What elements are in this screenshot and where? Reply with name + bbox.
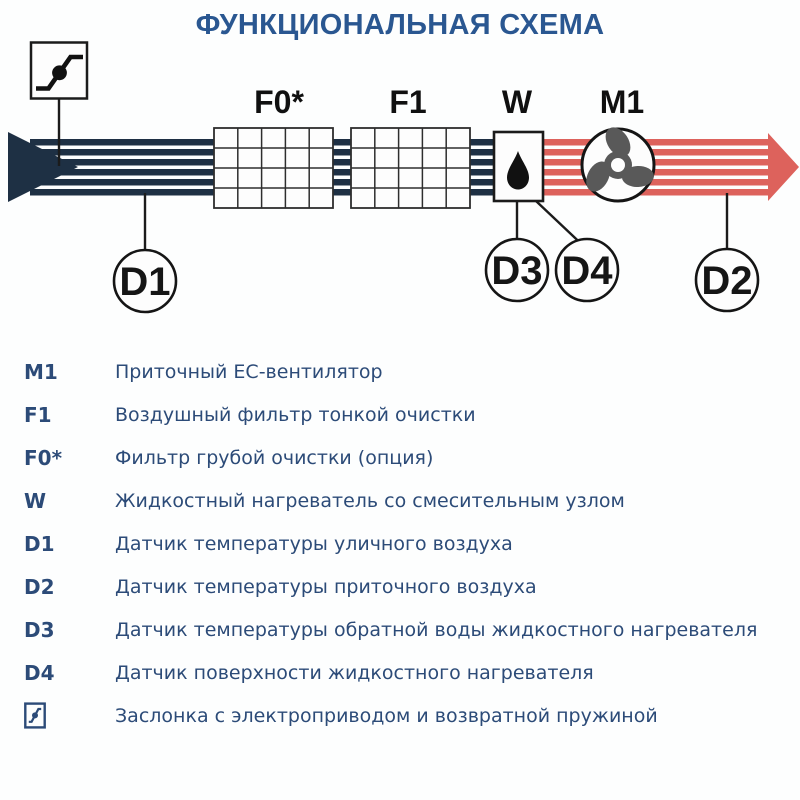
fan-icon [580, 127, 656, 203]
legend-row-d2: D2 Датчик температуры приточного воздуха [24, 565, 790, 608]
intake-air-arrow [8, 132, 78, 202]
sensor-d3: D3 [484, 237, 550, 303]
legend-key: D2 [24, 574, 55, 599]
legend-key [24, 702, 115, 729]
functional-diagram: F0* F1 W [8, 41, 799, 314]
legend-row-d1: D1 Датчик температуры уличного воздуха [24, 522, 790, 565]
legend-row-d4: D4 Датчик поверхности жидкостного нагрев… [24, 651, 790, 694]
supply-air-arrow [768, 133, 799, 201]
sensor-d2-label: D2 [701, 259, 752, 303]
legend-key: D3 [24, 617, 55, 642]
legend-text: Жидкостный нагреватель со смесительным у… [115, 489, 625, 512]
legend-text: Датчик поверхности жидкостного нагревате… [115, 661, 594, 684]
legend-text: Датчик температуры уличного воздуха [115, 532, 513, 555]
legend-key: F1 [24, 402, 52, 427]
sensor-d4: D4 [554, 237, 620, 303]
legend: M1 Приточный EC-вентилятор F1 Воздушный … [24, 350, 790, 737]
damper-icon [29, 41, 89, 100]
sensor-d4-label: D4 [561, 249, 613, 293]
legend-row-w: W Жидкостный нагреватель со смесительным… [24, 479, 790, 522]
damper-icon-small [24, 702, 46, 729]
legend-row-m1: M1 Приточный EC-вентилятор [24, 350, 790, 393]
sensor-d1-label: D1 [119, 260, 170, 304]
droplet-icon [507, 151, 529, 190]
fan-label: M1 [600, 84, 644, 120]
filter-f1-label: F1 [389, 84, 426, 120]
heater-label: W [502, 84, 533, 120]
legend-row-f0: F0* Фильтр грубой очистки (опция) [24, 436, 790, 479]
legend-text: Приточный EC-вентилятор [115, 360, 383, 383]
sensor-d2: D2 [694, 247, 760, 313]
sensor-d3-label: D3 [491, 249, 542, 293]
legend-row-d3: D3 Датчик температуры обратной воды жидк… [24, 608, 790, 651]
legend-text: Датчик температуры приточного воздуха [115, 575, 537, 598]
filter-f0-grid [213, 127, 334, 209]
legend-text: Воздушный фильтр тонкой очистки [115, 403, 476, 426]
legend-row-damper: Заслонка с электроприводом и возвратной … [24, 694, 790, 737]
legend-text: Датчик температуры обратной воды жидкост… [115, 618, 758, 641]
legend-text: Фильтр грубой очистки (опция) [115, 446, 434, 469]
filter-f0-label: F0* [254, 84, 304, 120]
filter-f1-grid [350, 127, 471, 209]
legend-key: W [24, 488, 47, 513]
legend-key: D4 [24, 660, 55, 685]
legend-text: Заслонка с электроприводом и возвратной … [115, 704, 658, 727]
legend-key: D1 [24, 531, 55, 556]
legend-key: F0* [24, 445, 63, 470]
sensor-d1: D1 [112, 248, 178, 314]
water-heater-box [492, 130, 545, 203]
page-title: ФУНКЦИОНАЛЬНАЯ СХЕМА [195, 9, 605, 41]
legend-row-f1: F1 Воздушный фильтр тонкой очистки [24, 393, 790, 436]
supply-airflow-lines [543, 139, 770, 196]
legend-key: M1 [24, 359, 58, 384]
